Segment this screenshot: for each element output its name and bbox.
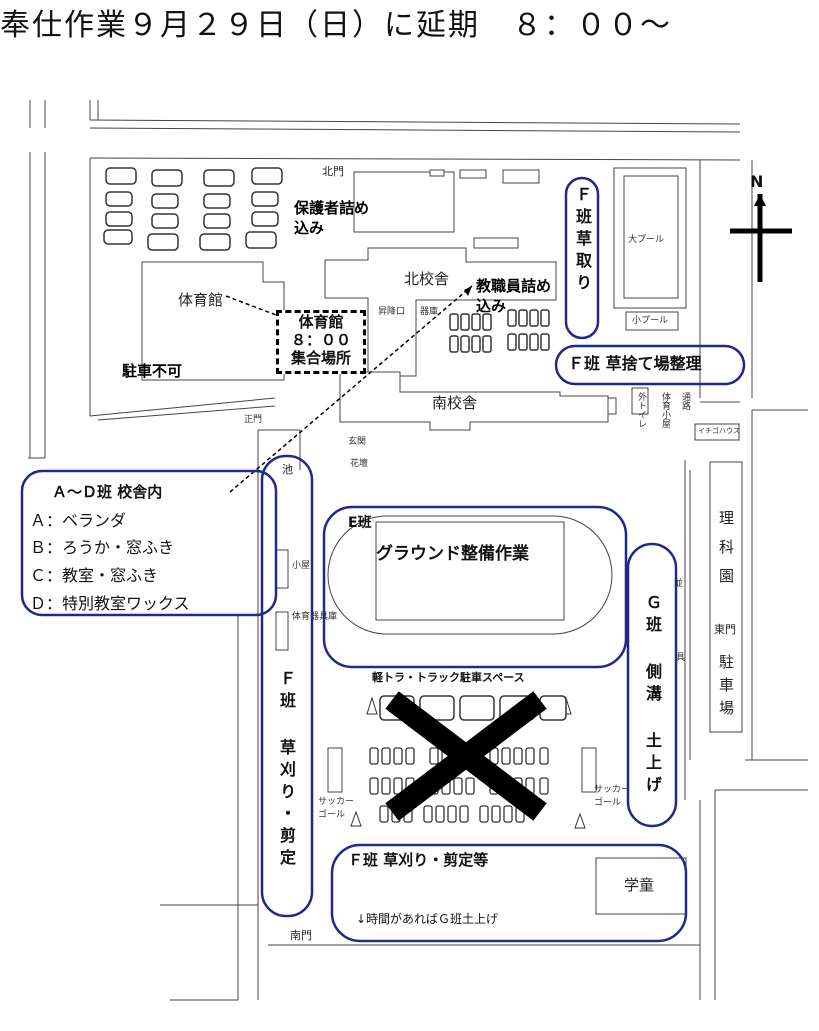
outdoor-toilet-label: 外トイレ	[636, 392, 646, 428]
small-label-2: 体育小屋	[660, 392, 670, 428]
assembly-line-3: 集合場所	[290, 349, 351, 367]
small-label-4: 並	[674, 579, 684, 589]
g-ditch-label: Ｇ班 側溝 土上げ	[643, 594, 662, 798]
soccer-goal-left-label: サッカーゴール	[318, 797, 355, 820]
south-building-label: 南校舎	[432, 394, 478, 412]
stairs-label: 昇降口	[378, 307, 406, 317]
truck-space-label: 軽トラ・トラック駐車スペース	[372, 671, 525, 684]
soccer-goal-right-label: サッカーゴール	[594, 785, 631, 808]
main-gate-label: 正門	[244, 415, 263, 425]
legend-item-a: Ａ：ベランダ	[30, 511, 127, 530]
hut-label: 小屋	[292, 561, 311, 571]
north-arrow-label: N	[750, 172, 764, 191]
gym-equipment-label: 体育器具庫	[292, 612, 338, 622]
legend-title: Ａ～Ｄ班 校舎内	[52, 483, 163, 501]
gakudo-label: 学童	[624, 876, 655, 894]
big-pool-label: 大プール	[628, 235, 665, 245]
flowerbed-label: 花壇	[350, 459, 369, 469]
east-gate-label: 東門	[714, 623, 736, 636]
south-gate-label: 南門	[290, 929, 312, 942]
e-ground-task-label: グラウンド整備作業	[376, 544, 529, 564]
legend-item-d: Ｄ：特別教室ワックス	[30, 594, 190, 613]
f-south-label: Ｆ班 草刈り・剪定等	[348, 851, 489, 869]
storage-label: イチゴハウス	[698, 427, 740, 435]
gym-label: 体育館	[178, 291, 224, 309]
legend-item-c: Ｃ：教室・窓ふき	[30, 566, 159, 585]
guardian-parking-label: 保護者詰め込み	[294, 199, 370, 237]
north-building-label: 北校舎	[404, 270, 450, 288]
legend-ad-groups: Ａ～Ｄ班 校舎内 Ａ：ベランダ Ｂ：ろうか・窓ふき Ｃ：教室・窓ふき Ｄ：特別教…	[22, 471, 276, 615]
parking-label: 駐車場	[717, 654, 735, 723]
page-title: 奉仕作業９月２９日（日）に延期 ８：００～	[0, 8, 672, 43]
pond-label: 池	[282, 463, 293, 476]
f-weeding-top-label: Ｆ班草取り	[573, 186, 592, 296]
f-west-label: Ｆ班 草刈り・剪定	[277, 670, 296, 871]
north-gate-label: 北門	[322, 165, 344, 178]
no-parking-label: 駐車不可	[122, 362, 183, 380]
assembly-line-2: ８：００	[290, 331, 351, 349]
entrance-label: 玄関	[348, 437, 367, 447]
e-group-label: E班	[348, 515, 372, 531]
small-label-5: 具	[676, 653, 686, 663]
staff-parking-label: 教職員詰め込み	[476, 277, 552, 315]
assembly-point: 体育館 ８：００ 集合場所	[276, 310, 366, 374]
assembly-line-1: 体育館	[298, 313, 344, 331]
f-dump-label: Ｆ班 草捨て場整理	[568, 354, 702, 373]
small-pool-label: 小プール	[632, 316, 669, 326]
legend-item-b: Ｂ：ろうか・窓ふき	[30, 538, 175, 557]
science-garden-label: 理科園	[717, 510, 735, 597]
f-south-note: ↓時間があればＧ班土上げ	[356, 912, 499, 926]
small-label-3: 通路	[680, 392, 690, 410]
small-label-1: 器庫	[420, 307, 439, 317]
